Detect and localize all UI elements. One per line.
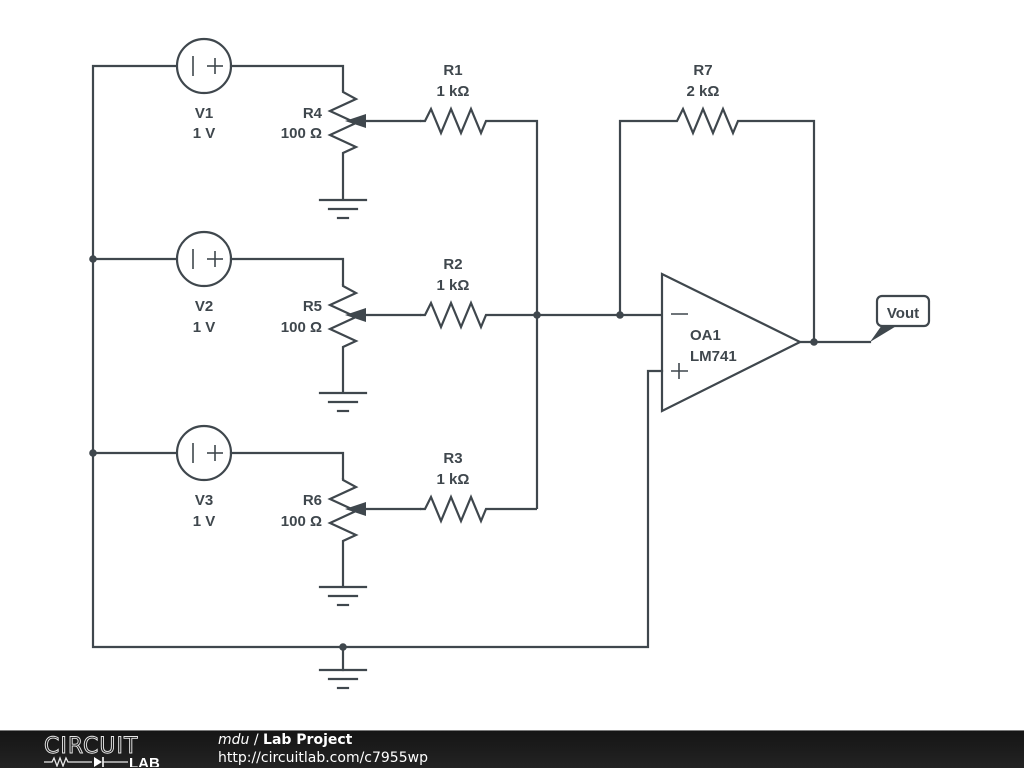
resistor-r7[interactable]	[618, 106, 816, 342]
resistor-r2[interactable]	[420, 300, 662, 330]
r7-value-label: 2 kΩ	[687, 83, 720, 100]
voltage-source-v1[interactable]	[175, 37, 233, 95]
potentiometer-r5[interactable]	[327, 284, 422, 393]
v2-value-label: 1 V	[193, 319, 216, 336]
footer-url-link[interactable]: http://circuitlab.com/c7955wp	[218, 750, 428, 766]
ground-symbol	[318, 585, 368, 607]
op-amp-oa1[interactable]	[660, 272, 803, 413]
r1-value-label: 1 kΩ	[437, 83, 470, 100]
junction-dot	[89, 255, 97, 263]
wire-left-rail	[91, 64, 664, 649]
r6-value-label: 100 Ω	[281, 513, 322, 530]
footer-title: mdu / Lab Project	[218, 732, 352, 748]
r4-value-label: 100 Ω	[281, 125, 322, 142]
wire	[229, 451, 345, 480]
r4-name-label: R4	[303, 105, 323, 122]
v2-name-label: V2	[195, 298, 213, 315]
r3-value-label: 1 kΩ	[437, 471, 470, 488]
oa1-value-label: LM741	[690, 348, 737, 365]
footer-user-link[interactable]: mdu	[218, 732, 250, 748]
resistor-r1[interactable]	[420, 106, 539, 509]
r5-name-label: R5	[303, 298, 322, 315]
resistor-diode-icon	[44, 756, 128, 767]
r1-name-label: R1	[443, 62, 462, 79]
v1-value-label: 1 V	[193, 125, 216, 142]
r2-name-label: R2	[443, 256, 462, 273]
logo-text-circuit: CIRCUIT	[44, 734, 138, 759]
potentiometer-r6[interactable]	[327, 478, 422, 587]
r6-name-label: R6	[303, 492, 322, 509]
r3-name-label: R3	[443, 450, 462, 467]
footer-project-name[interactable]: Lab Project	[263, 732, 353, 748]
v3-value-label: 1 V	[193, 513, 216, 530]
schematic-canvas: V1 1 V R4 100 Ω R1 1 kΩ V2 1 V R5 100 Ω	[89, 37, 931, 690]
wire	[229, 257, 345, 286]
potentiometer-r4[interactable]	[327, 90, 422, 200]
junction-dot	[89, 449, 97, 457]
resistor-r3[interactable]	[420, 494, 537, 524]
footer-bar: CIRCUIT LAB mdu / Lab Project http://cir…	[0, 730, 1024, 768]
voltage-source-v3[interactable]	[175, 424, 233, 482]
v3-name-label: V3	[195, 492, 213, 509]
footer-separator: /	[249, 732, 264, 748]
circuitlab-logo[interactable]: CIRCUIT LAB	[44, 733, 176, 767]
logo-text-lab: LAB	[129, 755, 160, 767]
junction-dot	[533, 311, 541, 319]
net-label-vout[interactable]: Vout	[870, 294, 931, 342]
junction-dot	[810, 338, 818, 346]
v1-name-label: V1	[195, 105, 213, 122]
ground-symbol	[318, 198, 368, 220]
ground-symbol	[318, 645, 368, 690]
r7-name-label: R7	[693, 62, 712, 79]
wire	[229, 64, 345, 92]
oa1-name-label: OA1	[690, 327, 721, 344]
voltage-source-v2[interactable]	[175, 230, 233, 288]
r2-value-label: 1 kΩ	[437, 277, 470, 294]
r5-value-label: 100 Ω	[281, 319, 322, 336]
vout-label-text: Vout	[887, 305, 919, 322]
ground-symbol	[318, 391, 368, 413]
